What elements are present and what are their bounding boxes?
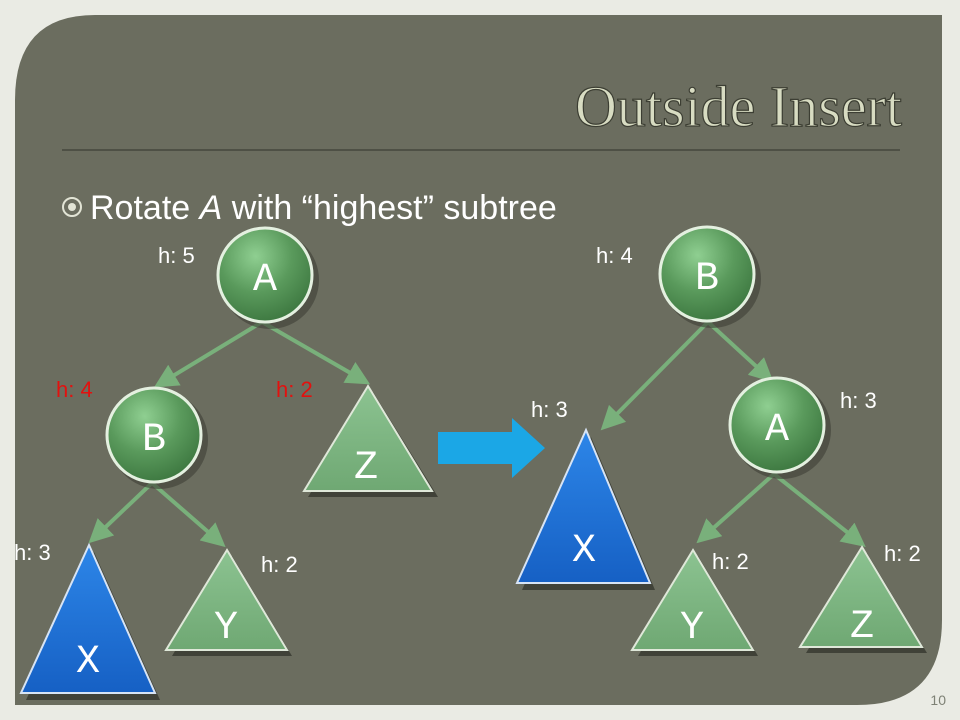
subtree-y-after-label: Y <box>680 606 704 651</box>
edge-a-z <box>261 320 371 385</box>
tree-node-a <box>216 226 314 324</box>
tree-after: B A X Y Z h: 4 h: 3 h: 3 h: 2 h: 2 <box>515 225 927 656</box>
tree-before: A B Z Y X h: 5 h: 4 h: 2 h: 3 h: 2 <box>14 226 438 700</box>
height-label-y-after: h: 2 <box>712 549 749 574</box>
height-label-z: h: 2 <box>276 377 313 402</box>
height-label-x-after: h: 3 <box>531 397 568 422</box>
height-label-z-after: h: 2 <box>884 541 921 566</box>
edge-a-y-after <box>696 472 776 544</box>
edge-b-x-after <box>600 320 710 431</box>
height-label-a-after: h: 3 <box>840 388 877 413</box>
height-label-y: h: 2 <box>261 552 298 577</box>
subtree-x-label: X <box>76 640 100 685</box>
tree-node-a-after-label: A <box>765 408 789 453</box>
subtree-z-after-label: Z <box>850 605 874 650</box>
subtree-y-label: Y <box>214 606 238 651</box>
tree-node-b-label: B <box>142 418 166 463</box>
subtree-y-after <box>630 548 755 651</box>
height-label-a: h: 5 <box>158 243 195 268</box>
subtree-x <box>19 542 157 694</box>
tree-node-b-after <box>658 225 756 323</box>
edge-b-y <box>150 481 226 548</box>
subtree-y <box>164 548 289 651</box>
tree-node-a-label: A <box>253 258 277 303</box>
subtree-z <box>302 384 434 492</box>
bullet-icon <box>62 197 82 217</box>
height-label-b-after: h: 4 <box>596 243 633 268</box>
edge-b-a-after <box>706 320 774 383</box>
subtree-z-label: Z <box>354 446 378 491</box>
subtree-x-after-label: X <box>572 529 596 574</box>
page-title: Outside Insert <box>575 74 902 139</box>
rotation-arrow-icon <box>438 418 545 478</box>
tree-node-a-after <box>728 376 826 474</box>
edge-b-x <box>88 481 154 544</box>
edge-a-b <box>153 320 264 388</box>
edge-a-z-after <box>772 472 866 547</box>
subtree-z-after <box>798 545 924 648</box>
subtree-x-after <box>515 427 652 584</box>
bullet-text: Rotate A with “highest” subtree <box>90 189 557 227</box>
height-label-b: h: 4 <box>56 377 93 402</box>
tree-node-b-after-label: B <box>695 257 719 302</box>
tree-node-b <box>105 386 203 484</box>
height-label-x: h: 3 <box>14 540 51 565</box>
page-number: 10 <box>930 692 946 708</box>
